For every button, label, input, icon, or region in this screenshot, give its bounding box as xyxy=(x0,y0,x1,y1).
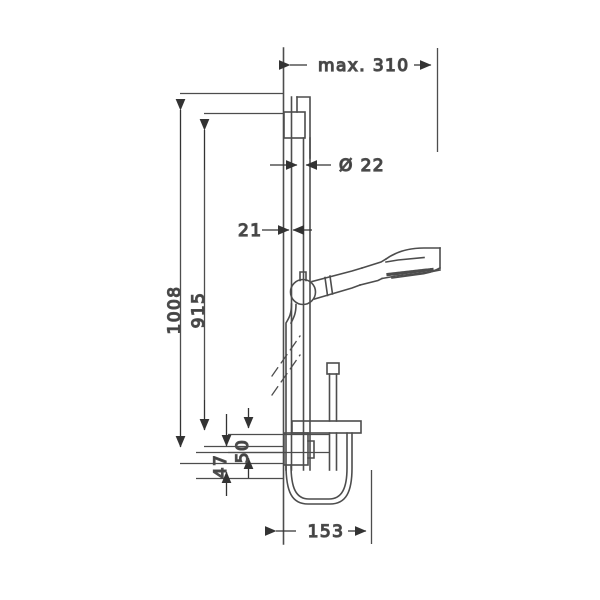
hose-connector xyxy=(326,362,340,422)
lower-wall-bracket xyxy=(283,432,315,466)
shower-hose xyxy=(285,432,353,505)
dim-label-47: 47 xyxy=(211,454,231,478)
dimension-wall-offset: 21 xyxy=(237,220,312,242)
dimension-max-reach: max. 310 xyxy=(278,48,439,152)
break-lines xyxy=(271,335,301,396)
dim-label-diameter-22: Ø 22 xyxy=(339,156,385,176)
dimension-hose-projection: 153 xyxy=(264,470,373,544)
dim-label-1008: 1008 xyxy=(165,286,185,335)
top-wall-bracket xyxy=(283,96,311,159)
dim-label-915: 915 xyxy=(189,292,209,329)
slider-holder xyxy=(285,271,317,471)
hand-shower xyxy=(311,247,442,300)
dim-label-153: 153 xyxy=(308,522,345,542)
dimension-bar-height: 915 xyxy=(188,112,284,448)
dim-label-max-310: max. 310 xyxy=(318,56,410,76)
dim-label-21: 21 xyxy=(238,221,262,241)
dimension-offset-50: 50 xyxy=(228,408,330,478)
dimension-total-height: 1008 xyxy=(164,92,284,465)
dimension-bar-diameter: Ø 22 xyxy=(270,155,385,177)
dim-label-50: 50 xyxy=(233,439,253,463)
soap-dish-shelf xyxy=(291,420,362,434)
